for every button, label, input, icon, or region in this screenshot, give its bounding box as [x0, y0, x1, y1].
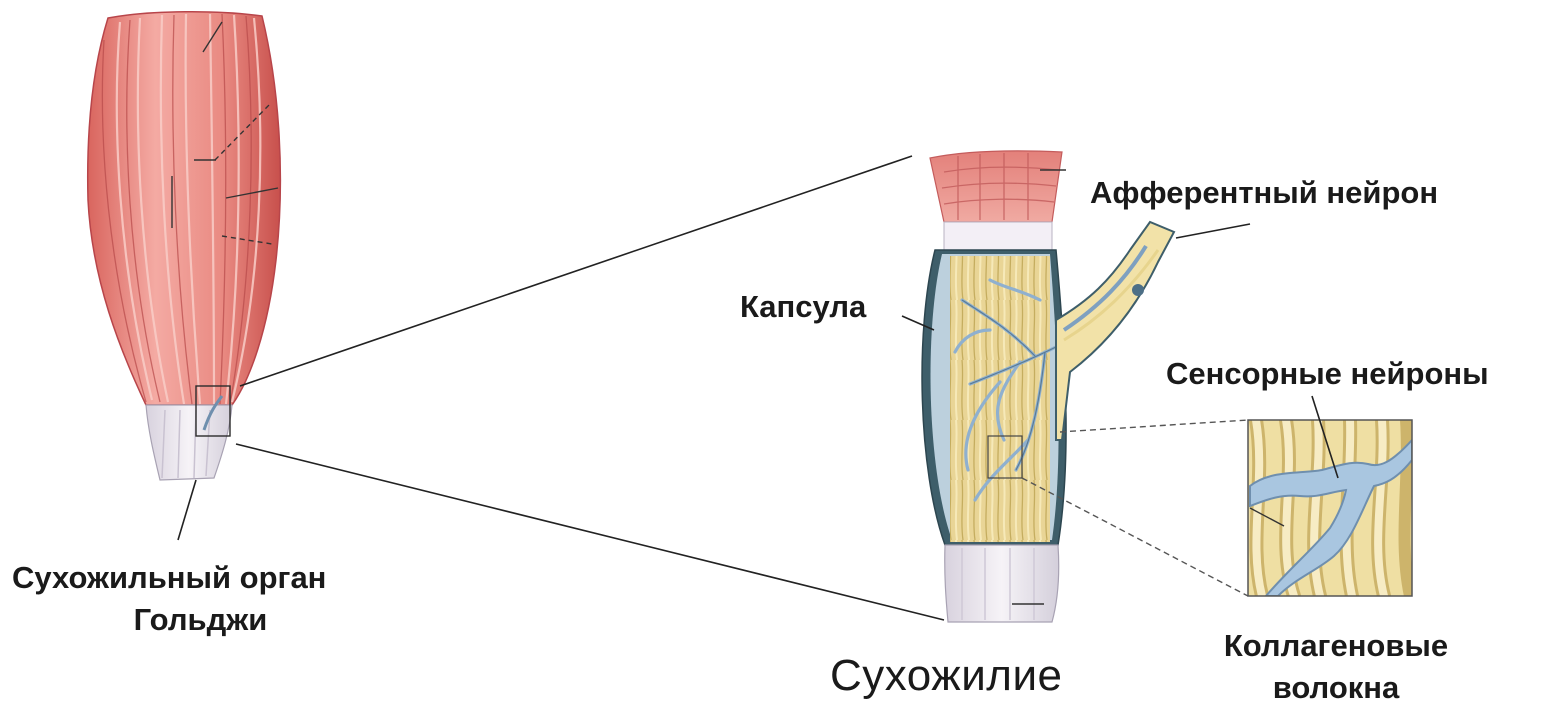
- label-afferent-neuron: Афферентный нейрон: [1090, 177, 1438, 208]
- zoom-lines: [236, 156, 944, 620]
- label-sensory-neurons: Сенсорные нейроны: [1166, 358, 1489, 389]
- label-golgi-organ-line1: Сухожильный орган: [12, 562, 326, 593]
- label-golgi-organ-line2: Гольджи: [12, 604, 389, 635]
- tendon-organ-enlarged: [922, 151, 1174, 622]
- label-tendon: Сухожилие: [830, 654, 1063, 698]
- label-capsule: Капсула: [740, 291, 866, 322]
- collagen-inset: [1022, 420, 1412, 596]
- label-collagen-line1: Коллагеновые: [1196, 630, 1476, 661]
- golgi-pointer-line: [178, 480, 196, 540]
- muscle-tendon-bottom: [146, 405, 232, 480]
- label-collagen-line2: волокна: [1196, 672, 1476, 703]
- muscle-drawing: [88, 12, 281, 540]
